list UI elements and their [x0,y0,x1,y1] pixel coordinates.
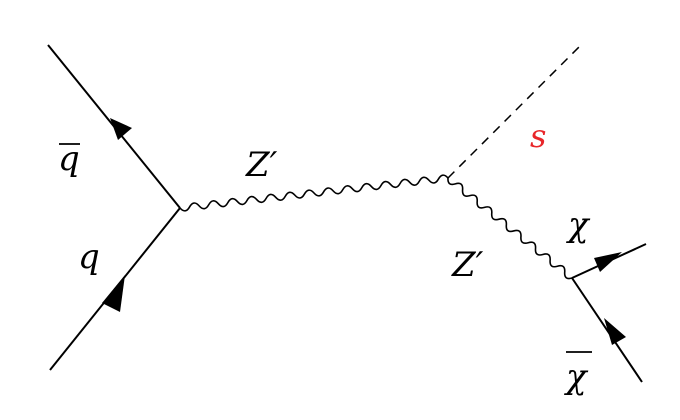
zprime-propagator [179,174,449,212]
quark-label: q [78,237,100,277]
dm-antiparticle-label: χ [564,357,589,397]
dm-particle-arrow [594,252,622,272]
zprime-emitted-label: Z′ [451,245,484,285]
dm-antiparticle-line [571,277,643,383]
antiquark-label: q [58,139,80,179]
quark-arrow [102,275,125,312]
zprime-propagator-label: Z′ [245,145,278,185]
zprime-emitted-line [447,177,573,280]
dm-antiparticle-arrow [604,318,626,345]
scalar-line [447,43,583,179]
dm-particle-label: χ [566,205,591,245]
antiquark-arrow [110,118,132,140]
scalar-label: s [530,117,546,155]
